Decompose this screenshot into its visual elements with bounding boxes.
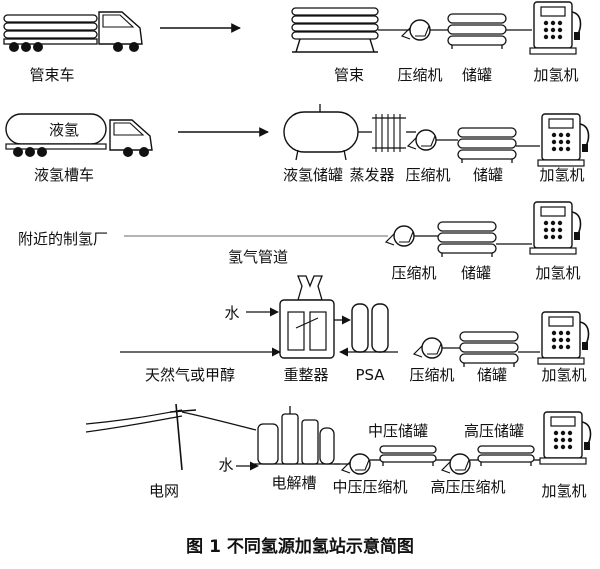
dispenser-icon <box>529 201 582 255</box>
grid-label: 电网 <box>149 482 179 500</box>
mp-storage-label: 中压储罐 <box>368 422 428 440</box>
storage-label: 储罐 <box>462 66 492 84</box>
storage-label: 储罐 <box>473 166 503 184</box>
dispenser-icon <box>539 411 592 465</box>
storage-tank-icon <box>457 127 517 164</box>
storage-tank-icon <box>437 221 497 258</box>
psa-icon <box>351 303 389 353</box>
pipeline-label: 氢气管道 <box>228 248 288 266</box>
figure-caption: 图 1 不同氢源加氢站示意简图 <box>186 536 414 557</box>
psa-label: PSA <box>355 366 385 384</box>
storage-label: 储罐 <box>477 366 507 384</box>
compressor-label: 压缩机 <box>409 366 454 384</box>
compressor-icon <box>407 129 437 151</box>
row-reforming: 水 天然气或甲醇 重整器 PSA 压缩机 储罐 加氢机 <box>120 275 590 384</box>
row-liquid-hydrogen: 液氢 液氢槽车 液氢储罐 蒸发器 压缩机 储罐 加氢机 <box>5 104 590 184</box>
hp-compressor-icon <box>441 453 471 475</box>
power-grid-icon <box>85 403 257 471</box>
row-pipeline: 附近的制氢厂 氢气管道 压缩机 储罐 加氢机 <box>18 201 582 282</box>
hp-compressor-label: 高压压缩机 <box>430 478 505 496</box>
dispenser-icon <box>537 311 590 365</box>
evaporator-label: 蒸发器 <box>349 166 394 184</box>
electrolyzer-icon <box>254 406 340 465</box>
lh2-tanker-label: 液氢槽车 <box>34 166 94 184</box>
tube-trailer-label: 管束车 <box>29 66 74 84</box>
compressor-icon <box>385 225 415 247</box>
compressor-label: 压缩机 <box>391 264 436 282</box>
lh2-storage-label: 液氢储罐 <box>283 166 343 184</box>
lh2-storage-tank-icon <box>283 104 359 161</box>
compressor-label: 压缩机 <box>397 66 442 84</box>
storage-tank-icon <box>459 331 519 368</box>
mp-compressor-label: 中压压缩机 <box>332 478 407 496</box>
hp-storage-icon <box>477 445 535 467</box>
row-tube-trailer: 管束车 管束 压缩机 储罐 加氢机 <box>3 1 582 84</box>
storage-tank-icon <box>447 13 507 50</box>
electrolyzer-label: 电解槽 <box>271 474 316 492</box>
reformer-icon <box>279 275 335 359</box>
hp-storage-label: 高压储罐 <box>464 422 524 440</box>
tube-trailer-icon <box>3 11 143 52</box>
lh2-tank-text: 液氢 <box>49 121 79 139</box>
lh2-tanker-icon <box>5 113 153 157</box>
water-label: 水 <box>218 456 233 474</box>
dispenser-label: 加氢机 <box>533 66 578 84</box>
compressor-label: 压缩机 <box>405 166 450 184</box>
storage-label: 储罐 <box>461 264 491 282</box>
dispenser-icon <box>529 1 582 55</box>
mp-storage-icon <box>379 445 437 467</box>
feed-label: 天然气或甲醇 <box>145 366 235 384</box>
tube-bundle-icon <box>291 7 379 53</box>
water-label: 水 <box>224 304 239 322</box>
compressor-icon <box>413 337 443 359</box>
reformer-label: 重整器 <box>283 366 328 384</box>
hydrogen-plant-label: 附近的制氢厂 <box>18 230 108 248</box>
dispenser-icon <box>537 113 590 167</box>
dispenser-label: 加氢机 <box>535 264 580 282</box>
tube-bundle-label: 管束 <box>334 66 364 84</box>
row-electrolysis: 电网 水 电解槽 中压压缩机 中压储罐 高压压缩机 高压储罐 加氢机 <box>85 403 592 500</box>
evaporator-icon <box>372 114 406 152</box>
dispenser-label: 加氢机 <box>541 482 586 500</box>
dispenser-label: 加氢机 <box>539 166 584 184</box>
dispenser-label: 加氢机 <box>541 366 586 384</box>
